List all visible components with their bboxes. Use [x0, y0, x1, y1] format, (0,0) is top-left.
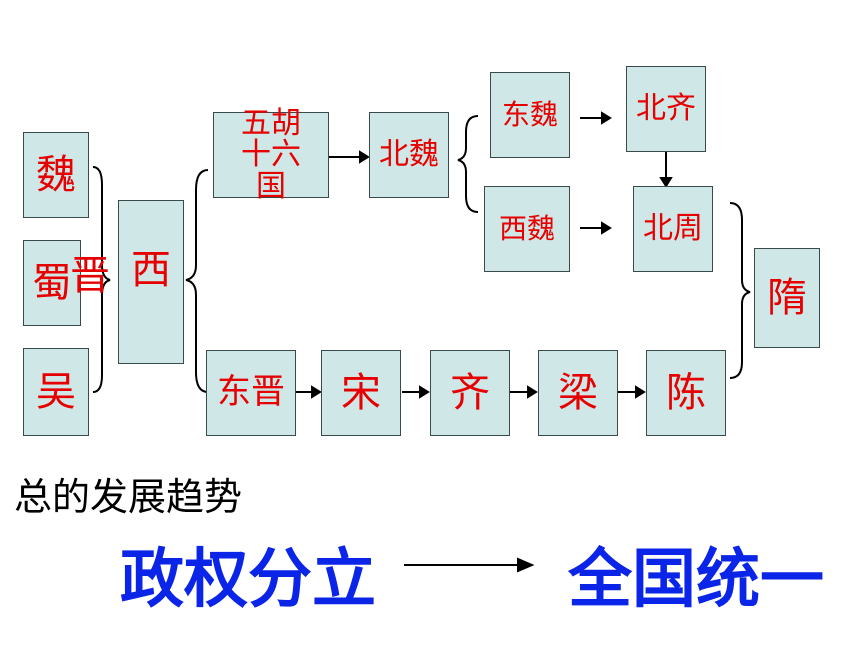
node-dongwei: 东魏 — [490, 72, 570, 158]
brace-xijin-split — [185, 169, 209, 393]
node-qi: 齐 — [430, 350, 510, 436]
trend-label: 总的发展趋势 — [14, 475, 243, 519]
brace-three-kingdoms — [92, 166, 111, 393]
label-jin: 晋 — [70, 253, 110, 299]
node-song: 宋 — [321, 350, 401, 436]
node-dongjin: 东晋 — [206, 350, 296, 436]
node-wu: 吴 — [23, 348, 89, 436]
node-shu: 蜀 — [23, 240, 81, 326]
text-national-unification: 全国统一 — [568, 543, 824, 617]
node-sui: 隋 — [754, 248, 820, 348]
node-liang: 梁 — [538, 350, 618, 436]
node-beiwei: 北魏 — [369, 112, 449, 198]
node-beizhou: 北周 — [633, 186, 713, 272]
node-wuhu-shiliuguo: 五胡十六国 — [213, 108, 329, 202]
node-wei: 魏 — [23, 132, 89, 218]
brace-beiwei-split — [457, 115, 479, 213]
node-chen: 陈 — [646, 350, 726, 436]
brace-to-sui — [729, 202, 751, 379]
node-xi: 西 — [118, 200, 184, 364]
text-political-division: 政权分立 — [120, 543, 376, 617]
node-beiqi: 北齐 — [626, 66, 706, 152]
node-xiwei: 西魏 — [484, 186, 570, 272]
